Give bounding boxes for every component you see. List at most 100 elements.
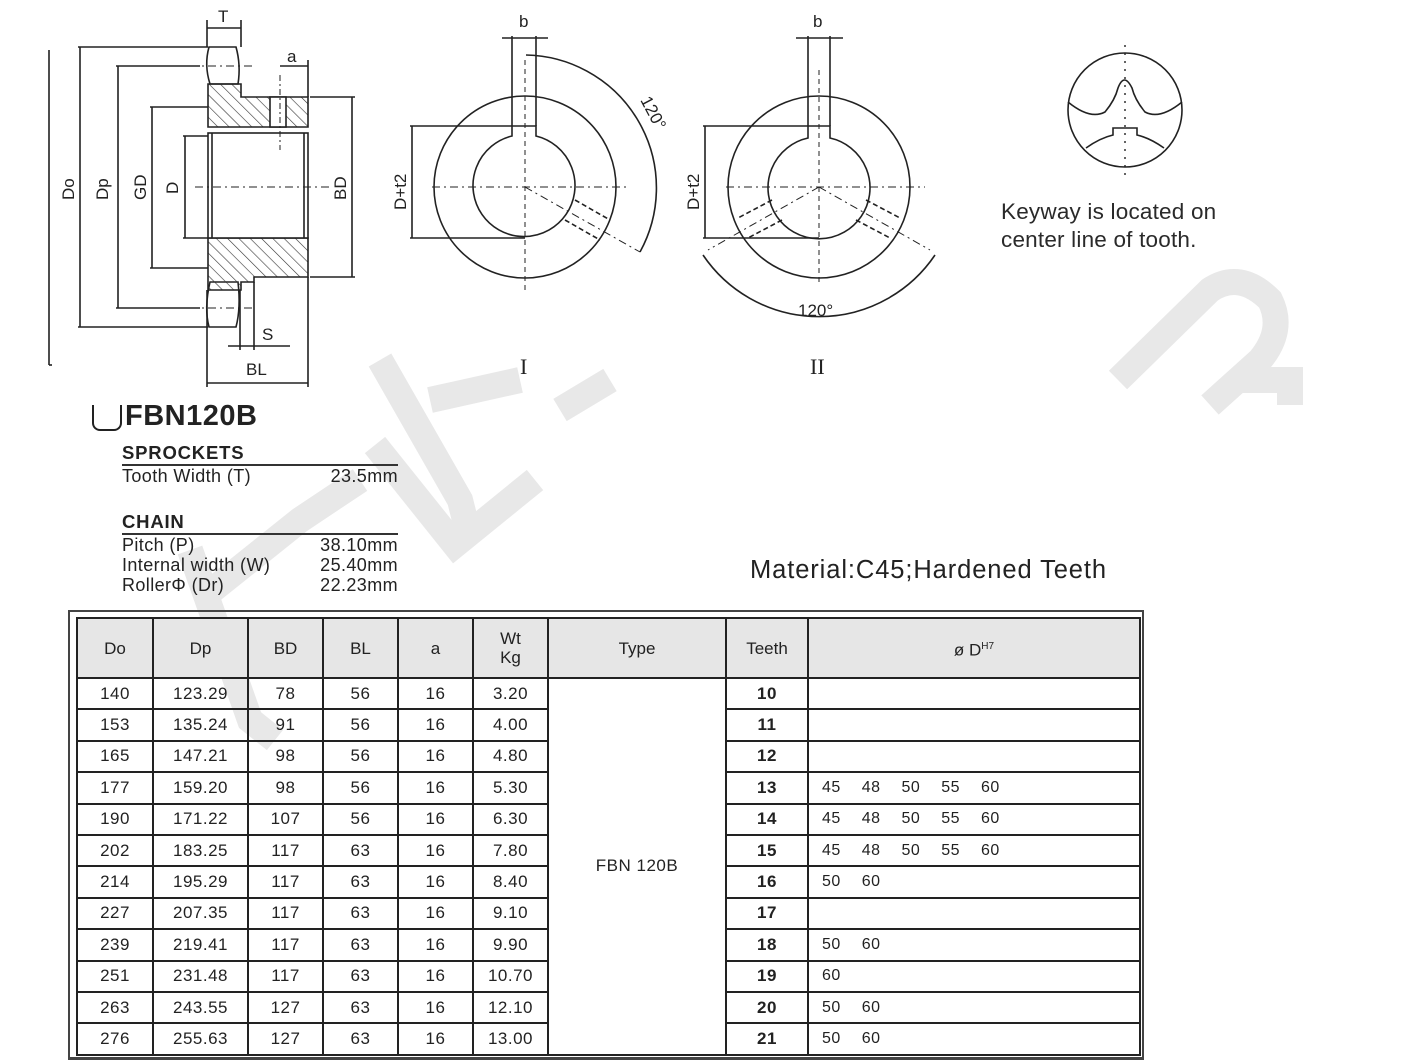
cell-teeth: 21 bbox=[725, 1022, 809, 1056]
cell-BD: 117 bbox=[247, 865, 324, 899]
cell-bores: 50 60 bbox=[807, 865, 1141, 899]
cell-Wt: 10.70 bbox=[472, 959, 549, 993]
view-I-caption: I bbox=[520, 354, 527, 379]
cell-bores: 45 48 50 55 60 bbox=[807, 802, 1141, 836]
header-bore-sup: H7 bbox=[981, 640, 995, 652]
cell-Wt: 9.90 bbox=[472, 928, 549, 962]
header-Dp: Dp bbox=[152, 617, 249, 679]
cell-bores: 45 48 50 55 60 bbox=[807, 833, 1141, 868]
cell-BL: 63 bbox=[322, 833, 399, 868]
cell-bores: 50 60 bbox=[807, 990, 1141, 1025]
header-Do: Do bbox=[76, 617, 154, 679]
cell-teeth: 15 bbox=[725, 833, 809, 868]
view-II-dim: D+t2 bbox=[684, 174, 703, 210]
cell-Wt: 5.30 bbox=[472, 771, 549, 805]
cell-Wt: 9.10 bbox=[472, 896, 549, 931]
cell-teeth: 13 bbox=[725, 771, 809, 805]
cell-BL: 63 bbox=[322, 1022, 399, 1056]
cell-Dp: 135.24 bbox=[152, 708, 249, 742]
sprockets-heading: SPROCKETS bbox=[122, 443, 398, 466]
header-BL: BL bbox=[322, 617, 399, 679]
cell-a: 16 bbox=[397, 802, 474, 836]
cell-Dp: 219.41 bbox=[152, 928, 249, 962]
cell-type: FBN 120B bbox=[547, 677, 727, 1056]
header-bore: ø DH7 bbox=[807, 617, 1141, 679]
spec-row: RollerΦ (Dr) 22.23mm bbox=[122, 575, 398, 595]
side-section-view bbox=[48, 20, 355, 387]
title-bracket-icon bbox=[92, 404, 122, 431]
spec-row: Pitch (P) 38.10mm bbox=[122, 535, 398, 555]
cell-a: 16 bbox=[397, 771, 474, 805]
header-wt: Wt bbox=[500, 629, 521, 648]
label-S: S bbox=[262, 325, 273, 344]
header-teeth: Teeth bbox=[725, 617, 809, 679]
cell-Dp: 255.63 bbox=[152, 1022, 249, 1056]
cell-Do: 190 bbox=[76, 802, 154, 836]
spec-label: Pitch (P) bbox=[122, 535, 195, 555]
cell-Dp: 195.29 bbox=[152, 865, 249, 899]
keyway-note: Keyway is located on center line of toot… bbox=[1001, 198, 1216, 254]
label-Do: Do bbox=[59, 178, 78, 200]
label-T: T bbox=[218, 7, 228, 26]
cell-teeth: 18 bbox=[725, 928, 809, 962]
cell-Do: 239 bbox=[76, 928, 154, 962]
spec-label: Tooth Width (T) bbox=[122, 466, 252, 486]
cell-Wt: 3.20 bbox=[472, 676, 549, 711]
cell-Dp: 183.25 bbox=[152, 833, 249, 868]
front-view-II bbox=[702, 36, 936, 318]
chain-spec: CHAIN Pitch (P) 38.10mm Internal width (… bbox=[122, 512, 398, 595]
product-title: FBN120B bbox=[92, 400, 257, 433]
cell-Dp: 147.21 bbox=[152, 739, 249, 774]
cell-a: 16 bbox=[397, 676, 474, 711]
cell-Dp: 231.48 bbox=[152, 959, 249, 993]
spec-value: 23.5mm bbox=[330, 466, 398, 486]
cell-Do: 177 bbox=[76, 771, 154, 805]
spec-row: Internal width (W) 25.40mm bbox=[122, 555, 398, 575]
cell-a: 16 bbox=[397, 959, 474, 993]
cell-teeth: 10 bbox=[725, 676, 809, 711]
cell-Do: 214 bbox=[76, 865, 154, 899]
cell-teeth: 17 bbox=[725, 896, 809, 931]
cell-Dp: 159.20 bbox=[152, 771, 249, 805]
table-frame bbox=[68, 610, 1144, 1060]
cell-bores: 60 bbox=[807, 959, 1141, 993]
cell-bores bbox=[807, 708, 1141, 742]
cell-Dp: 171.22 bbox=[152, 802, 249, 836]
product-title-text: FBN120B bbox=[125, 400, 258, 432]
cell-bores bbox=[807, 676, 1141, 711]
cell-bores: 50 60 bbox=[807, 928, 1141, 962]
cell-BD: 78 bbox=[247, 676, 324, 711]
cell-BL: 56 bbox=[322, 771, 399, 805]
view-I-label-b: b bbox=[519, 12, 528, 31]
header-type: Type bbox=[547, 617, 727, 679]
label-GD: GD bbox=[131, 175, 150, 201]
chain-heading: CHAIN bbox=[122, 512, 398, 535]
cell-a: 16 bbox=[397, 708, 474, 742]
cell-bores bbox=[807, 739, 1141, 774]
cell-BD: 91 bbox=[247, 708, 324, 742]
cell-Do: 276 bbox=[76, 1022, 154, 1056]
keyway-note-line2: center line of tooth. bbox=[1001, 227, 1197, 252]
cell-BL: 63 bbox=[322, 959, 399, 993]
cell-BL: 56 bbox=[322, 708, 399, 742]
cell-BD: 127 bbox=[247, 990, 324, 1025]
cell-Do: 140 bbox=[76, 676, 154, 711]
cell-BD: 117 bbox=[247, 928, 324, 962]
cell-teeth: 20 bbox=[725, 990, 809, 1025]
cell-BD: 98 bbox=[247, 739, 324, 774]
cell-Dp: 207.35 bbox=[152, 896, 249, 931]
cell-Dp: 243.55 bbox=[152, 990, 249, 1025]
cell-Wt: 4.80 bbox=[472, 739, 549, 774]
cell-teeth: 12 bbox=[725, 739, 809, 774]
cell-teeth: 19 bbox=[725, 959, 809, 993]
sprockets-spec: SPROCKETS Tooth Width (T) 23.5mm bbox=[122, 443, 398, 486]
